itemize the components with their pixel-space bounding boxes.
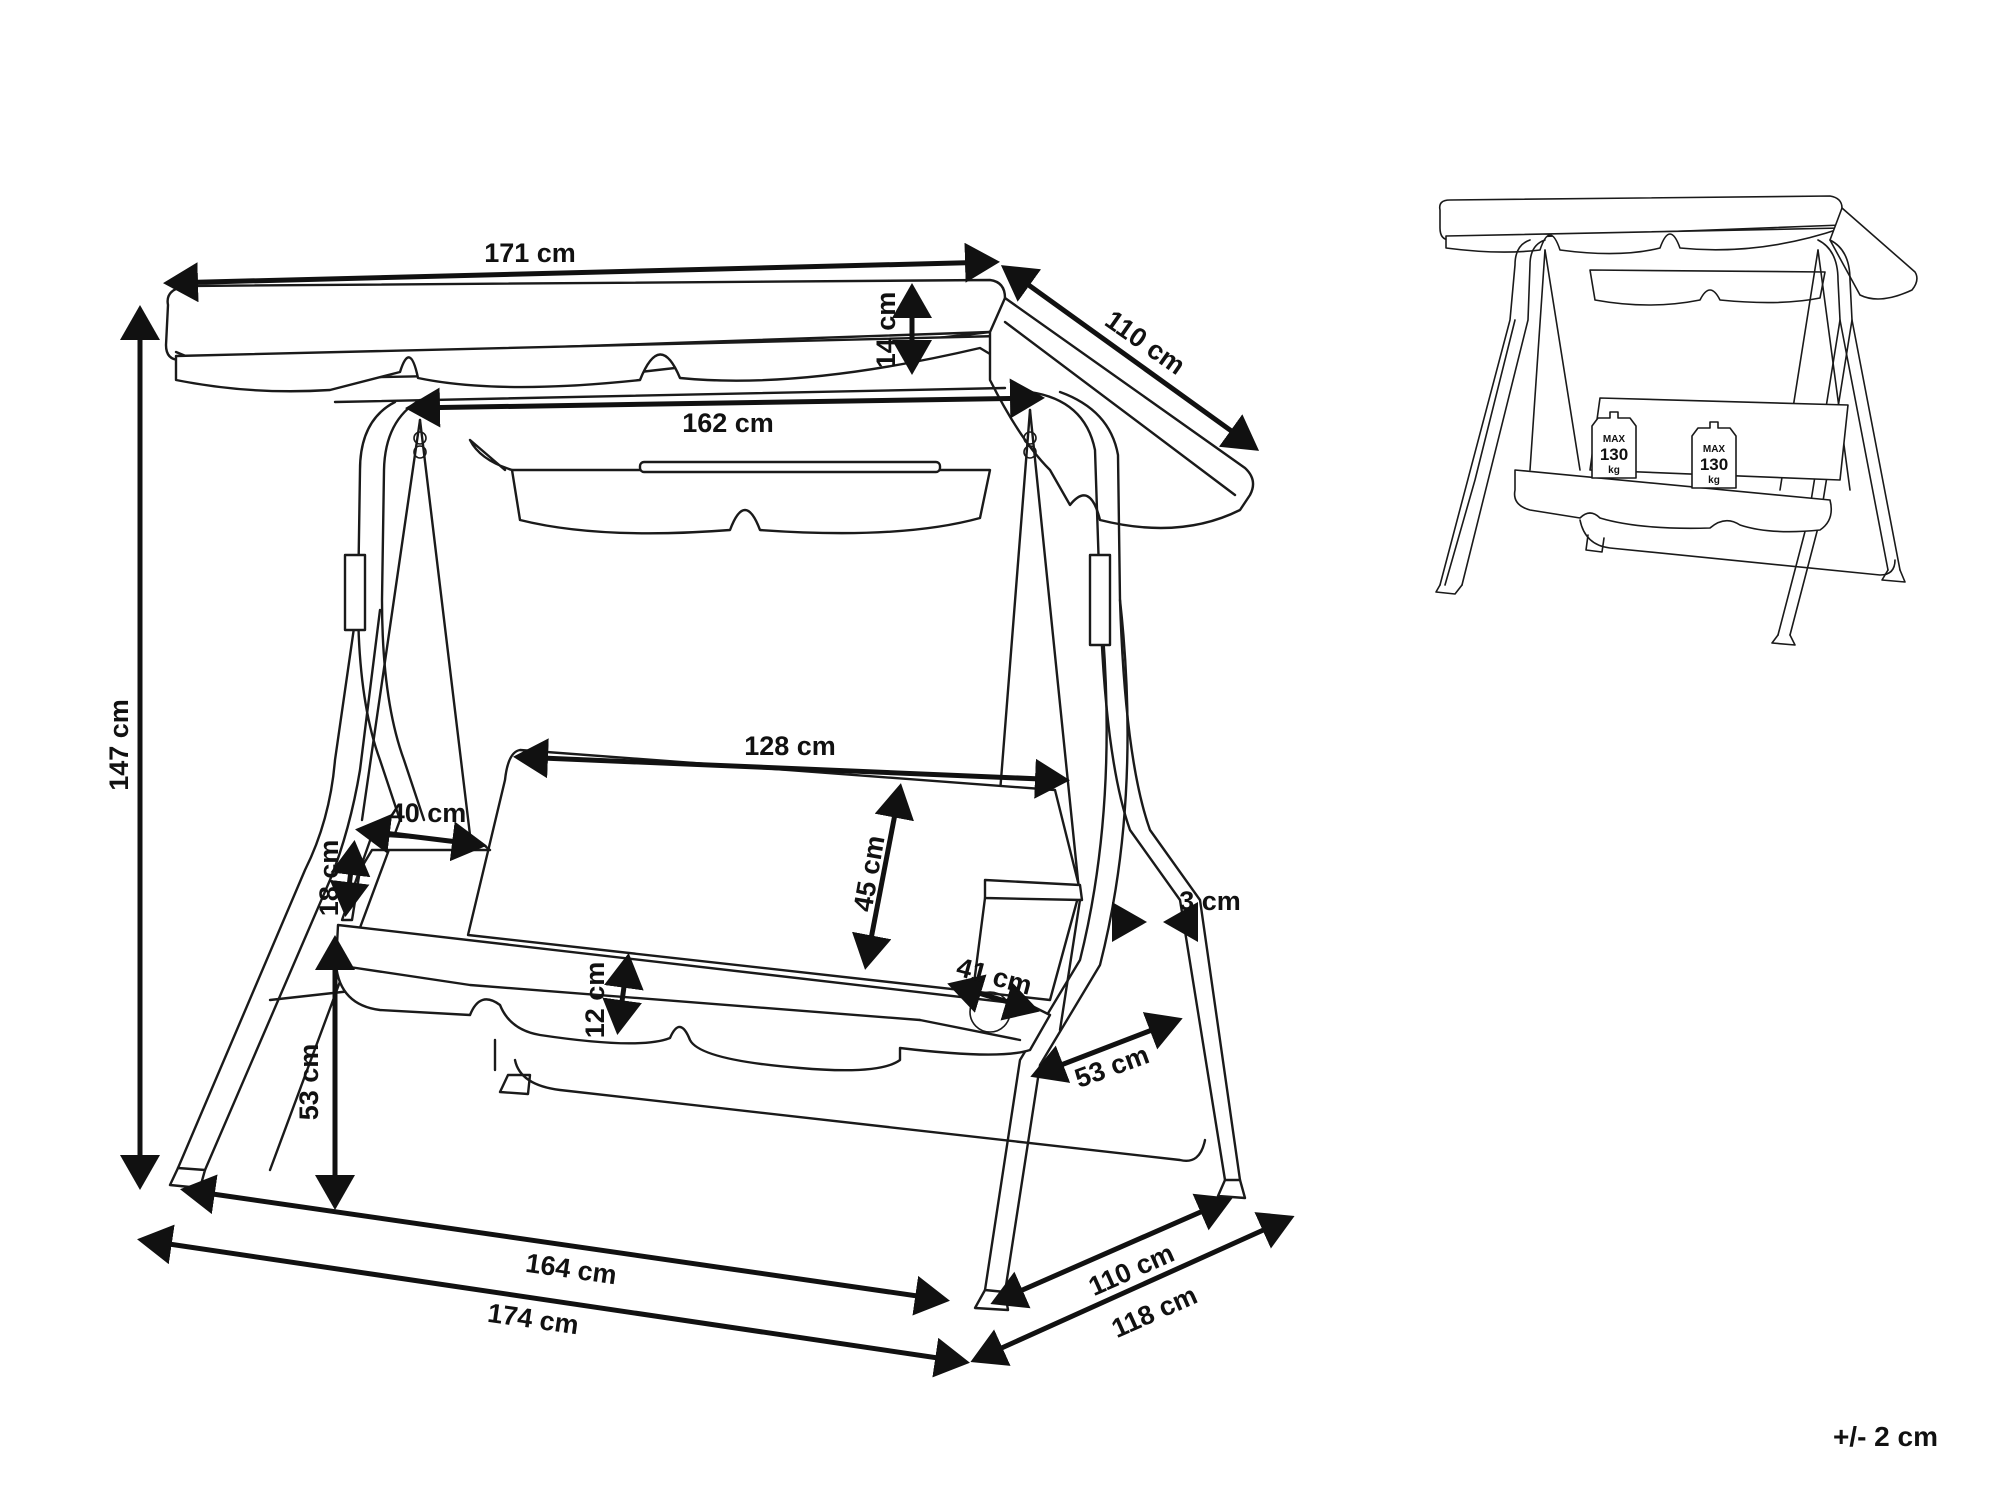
- right-armrest: [983, 878, 1084, 902]
- max-label: MAX: [1703, 444, 1726, 455]
- max-value: 130: [1600, 445, 1628, 464]
- label-seat-width: 128 cm: [744, 731, 836, 761]
- label-frame-inner-width: 162 cm: [682, 408, 774, 438]
- label-canopy-height: 14 cm: [871, 292, 901, 369]
- max-label: MAX: [1603, 434, 1626, 445]
- label-armrest-length: 40 cm: [390, 798, 467, 828]
- label-seat-height: 53 cm: [294, 1044, 324, 1121]
- label-cushion-thickness: 12 cm: [580, 962, 610, 1039]
- max-load-badge-right: MAX 130 kg: [1691, 421, 1737, 489]
- label-total-height: 147 cm: [104, 699, 134, 791]
- max-load-badge-left: MAX 130 kg: [1591, 411, 1637, 479]
- dimension-lines: [120, 242, 1295, 1378]
- max-unit: kg: [1608, 465, 1620, 476]
- label-canopy-width: 171 cm: [484, 238, 576, 268]
- canopy-rear-valance: [510, 468, 992, 535]
- label-tube-diameter: 3 cm: [1179, 886, 1241, 916]
- max-unit: kg: [1708, 475, 1720, 486]
- seat: [334, 923, 1052, 1072]
- left-armrest: [340, 833, 492, 922]
- tolerance-note: +/- 2 cm: [1832, 1421, 1938, 1452]
- max-value: 130: [1700, 455, 1728, 474]
- preview-swing-drawing: [1435, 195, 1918, 646]
- label-base-width-inner: 164 cm: [524, 1248, 619, 1290]
- label-armrest-height: 18 cm: [314, 840, 344, 917]
